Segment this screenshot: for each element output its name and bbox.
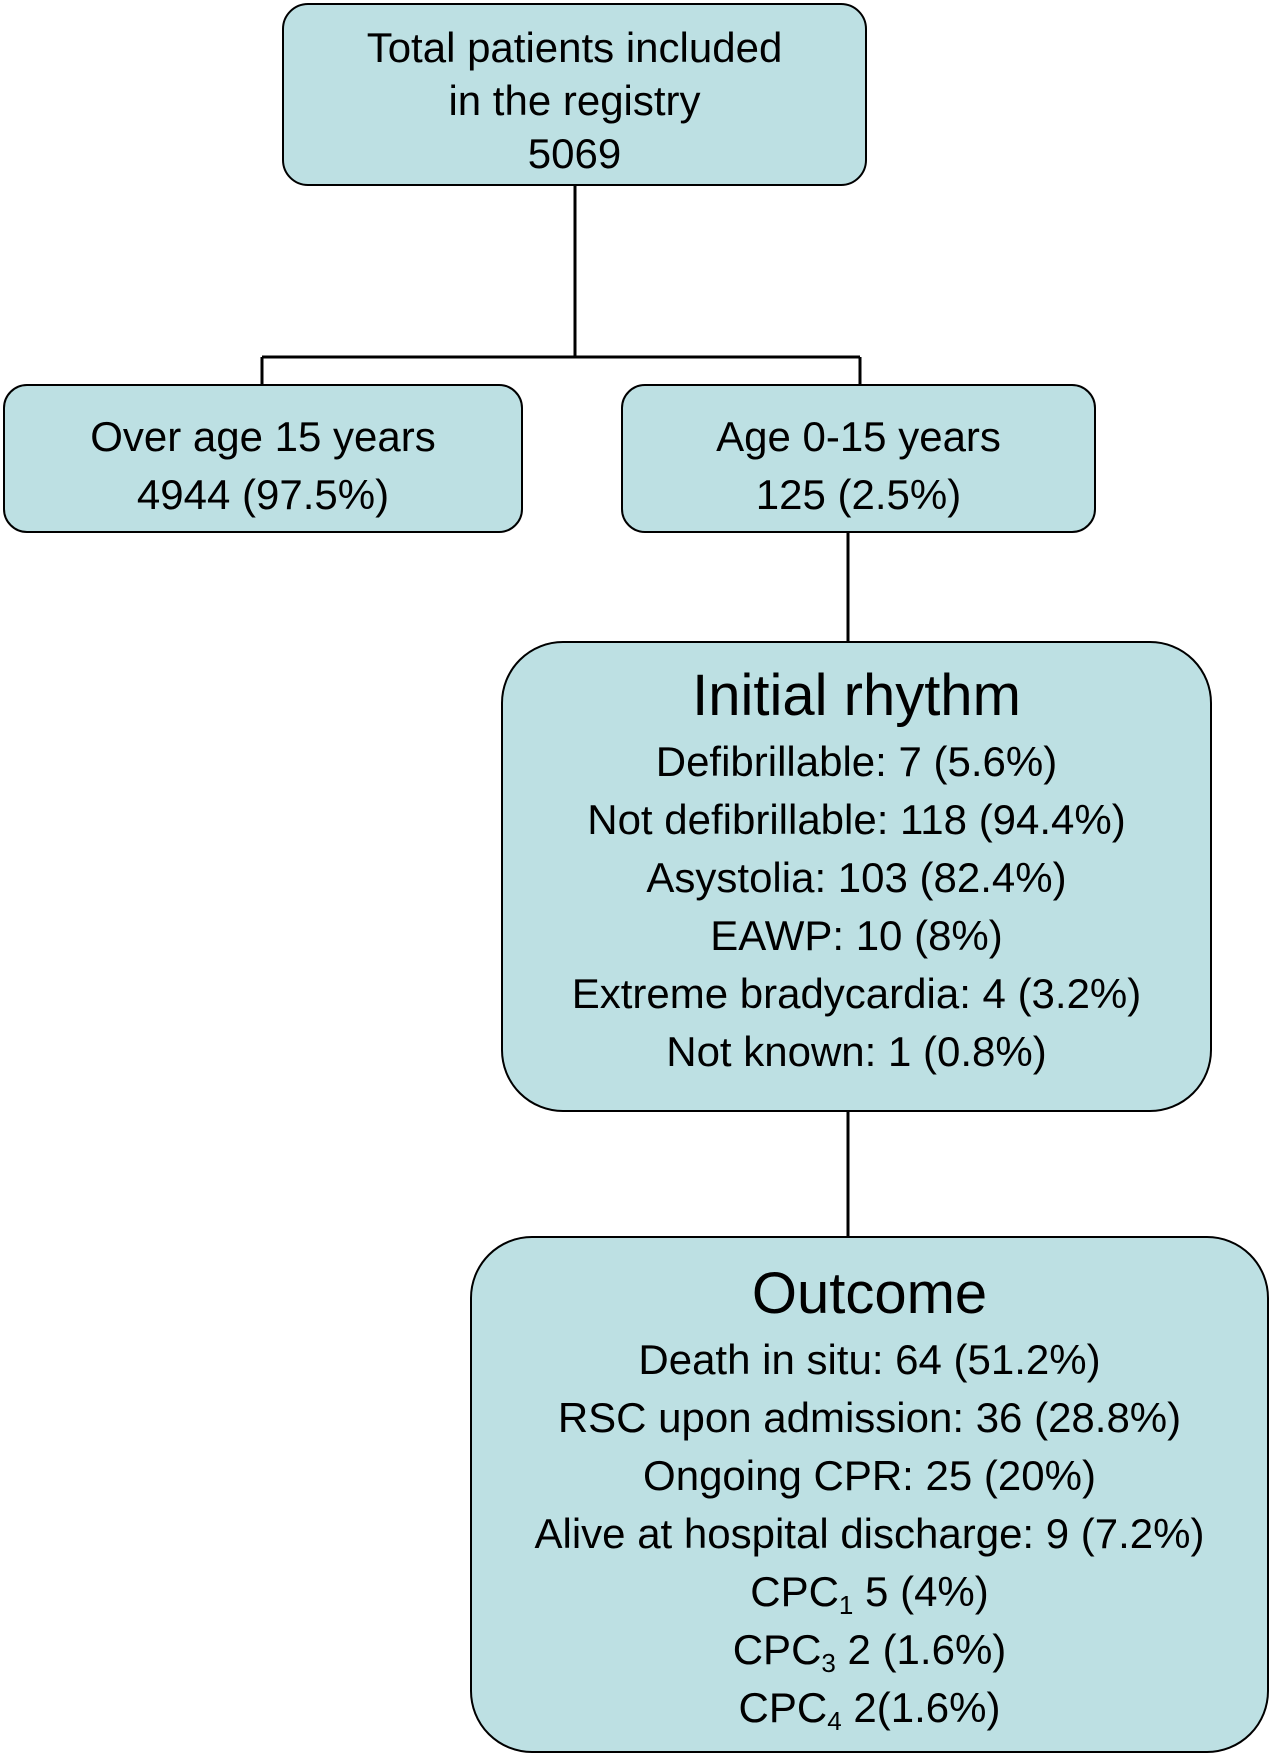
outcome-item-ongoing-cpr: Ongoing CPR: 25 (20%) bbox=[643, 1452, 1096, 1499]
outcome-item-cpc-3: CPC3 2 (1.6%) bbox=[472, 1621, 1267, 1679]
rhythm-item-asystolia: Asystolia: 103 (82.4%) bbox=[646, 854, 1067, 901]
over-15-box: Over age 15 years 4944 (97.5%) bbox=[3, 384, 523, 533]
cpc-subscript: 4 bbox=[827, 1706, 842, 1736]
rhythm-item-not-defibrillable: Not defibrillable: 118 (94.4%) bbox=[587, 796, 1126, 843]
initial-rhythm-title: Initial rhythm bbox=[692, 663, 1021, 728]
over-15-value: 4944 (97.5%) bbox=[136, 471, 390, 518]
outcome-item-alive-at-discharge: Alive at hospital discharge: 9 (7.2%) bbox=[534, 1510, 1205, 1557]
cpc-value: 2 (1.6%) bbox=[835, 1626, 1007, 1673]
outcome-item-death-in-situ: Death in situ: 64 (51.2%) bbox=[638, 1336, 1101, 1383]
total-patients-box: Total patients included in the registry … bbox=[282, 3, 867, 186]
outcome-item-cpc-1: CPC1 5 (4%) bbox=[472, 1563, 1267, 1621]
rhythm-item-extreme-bradycardia: Extreme bradycardia: 4 (3.2%) bbox=[571, 970, 1142, 1017]
rhythm-item-not-known: Not known: 1 (0.8%) bbox=[666, 1028, 1047, 1075]
outcome-title: Outcome bbox=[751, 1261, 988, 1326]
cpc-subscript: 1 bbox=[838, 1590, 854, 1620]
age-0-15-label: Age 0-15 years bbox=[716, 413, 1001, 460]
outcome-item-cpc-4: CPC4 2(1.6%) bbox=[472, 1679, 1267, 1737]
rhythm-item-eawp: EAWP: 10 (8%) bbox=[710, 912, 1003, 959]
cpc-value: 2(1.6%) bbox=[841, 1684, 1001, 1731]
rhythm-item-defibrillable: Defibrillable: 7 (5.6%) bbox=[655, 738, 1058, 785]
total-patients-count: 5069 bbox=[527, 130, 622, 177]
over-15-label: Over age 15 years bbox=[90, 413, 436, 460]
cpc-subscript: 3 bbox=[821, 1648, 836, 1678]
initial-rhythm-box: Initial rhythm Defibrillable: 7 (5.6%) N… bbox=[501, 641, 1212, 1112]
outcome-box: Outcome Death in situ: 64 (51.2%) RSC up… bbox=[470, 1236, 1269, 1753]
cpc-prefix: CPC bbox=[732, 1626, 822, 1673]
cpc-prefix: CPC bbox=[750, 1568, 839, 1615]
total-patients-label-line1: Total patients included bbox=[366, 24, 783, 71]
age-0-15-box: Age 0-15 years 125 (2.5%) bbox=[621, 384, 1096, 533]
total-patients-label-line2: in the registry bbox=[448, 77, 701, 124]
cpc-prefix: CPC bbox=[738, 1684, 828, 1731]
outcome-item-rsc-upon-admission: RSC upon admission: 36 (28.8%) bbox=[557, 1394, 1182, 1441]
cpc-value: 5 (4%) bbox=[853, 1568, 989, 1615]
age-0-15-value: 125 (2.5%) bbox=[755, 471, 962, 518]
